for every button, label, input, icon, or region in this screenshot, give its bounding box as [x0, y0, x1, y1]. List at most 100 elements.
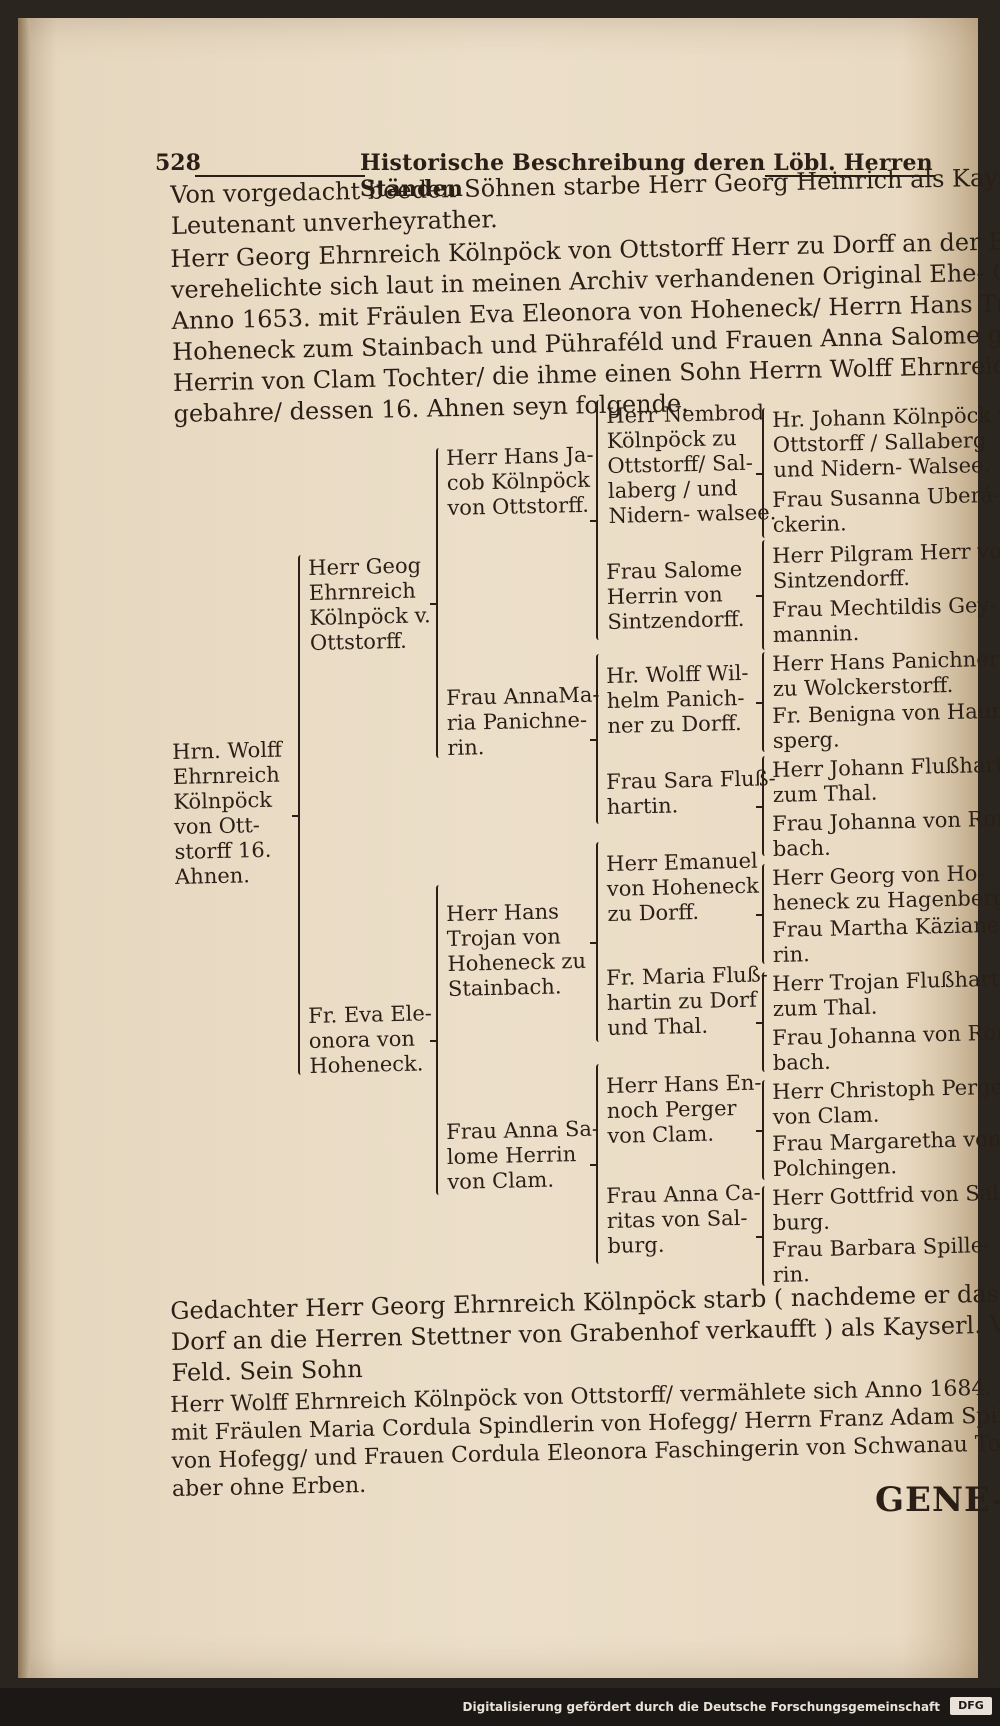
text-line: mannin.: [772, 621, 860, 647]
text-line: Herr Gottfrid von Sal-: [772, 1180, 1000, 1210]
tree-gen4-item: Herr Georg von Ho- heneck zu Hagenberg.: [772, 861, 1000, 916]
tree-gen3-item: Frau Anna Ca- ritas von Sal- burg.: [606, 1180, 762, 1258]
text-line: Frau Mechtildis Gey-: [772, 592, 997, 622]
text-line: Herr Pilgram Herr von: [772, 538, 1000, 568]
brace-gen3: [756, 972, 768, 1072]
text-line: Frau Salome: [606, 556, 743, 584]
text-line: Fr. Maria Fluß-: [606, 962, 769, 990]
tree-gen1-father: Herr Geog Ehrnreich Kölnpöck v. Ottstorf…: [308, 553, 432, 656]
text-line: von Clam.: [607, 1121, 715, 1148]
text-line: Nidern- walsee.: [608, 500, 777, 528]
text-line: Frau Sara Fluß-: [606, 766, 776, 794]
paragraph-3: Gedachter Herr Georg Ehrnreich Kölnpöck …: [170, 1278, 1000, 1389]
brace-gen2: [590, 1064, 602, 1264]
tree-root: Hrn. Wolff Ehrnreich Kölnpöck von Ott- s…: [172, 738, 285, 890]
tree-gen3-item: Herr Hans En- noch Perger von Clam.: [606, 1070, 763, 1149]
tree-gen1-mother: Fr. Eva Ele- onora von Hoheneck.: [308, 1001, 433, 1079]
tree-gen4-item: Frau Susanna Uberá- ckerin.: [772, 483, 1000, 538]
tree-gen4-item: Hr. Johann Kölnpöck zu Ottstorff / Salla…: [772, 402, 1000, 483]
header-rule-left: [195, 175, 365, 177]
text-line: heneck zu Hagenberg.: [772, 885, 1000, 915]
page-number: 528: [155, 150, 201, 176]
text-line: Ahnen.: [174, 863, 251, 889]
text-line: zum Thal.: [772, 994, 878, 1021]
tree-gen2-item: Frau AnnaMa- ria Panichne- rin.: [446, 683, 601, 761]
text-line: zum Thal.: [772, 780, 878, 807]
text-line: Herr Geog: [308, 553, 422, 580]
text-line: Hoheneck zu: [447, 948, 587, 976]
text-line: Frau AnnaMa-: [446, 682, 600, 710]
digitization-footer: Digitalisierung gefördert durch die Deut…: [0, 1688, 1000, 1726]
text-line: von Hoheneck: [606, 873, 760, 901]
text-line: ner zu Dorff.: [607, 710, 742, 738]
text-line: Herr Johann Flußhart: [772, 752, 1000, 782]
text-line: Kölnpöck v.: [309, 603, 431, 630]
tree-gen3-item: Herr Nembrod Kölnpöck zu Ottstorff/ Sal-…: [606, 400, 777, 529]
brace-gen2: [590, 400, 602, 640]
text-line: laberg / und: [607, 476, 738, 503]
tree-gen3-item: Frau Sara Fluß- hartin.: [606, 766, 776, 820]
brace-gen3: [756, 1186, 768, 1286]
text-line: burg.: [772, 1209, 831, 1235]
text-line: zu Dorff.: [607, 899, 700, 926]
text-line: Herr Trojan Flußhart: [772, 966, 1000, 996]
brace-gen1-mother: [430, 885, 442, 1195]
book-page: [18, 18, 978, 1678]
text-line: cob Kölnpöck: [446, 467, 591, 495]
text-line: Frau Anna Ca-: [606, 1180, 761, 1208]
brace-gen2: [590, 654, 602, 824]
text-line: Herrin von: [606, 582, 723, 609]
text-line: Frau Margaretha von: [772, 1126, 1000, 1156]
text-line: rin.: [772, 942, 811, 967]
text-line: Herr Hans En-: [606, 1070, 762, 1098]
brace-gen2: [590, 842, 602, 1042]
text-line: Ehrnreich: [172, 762, 280, 789]
brace-gen3: [756, 408, 768, 538]
brace-gen3: [756, 864, 768, 964]
dfg-logo: DFG: [950, 1697, 992, 1715]
text-line: Stainbach.: [447, 974, 562, 1001]
tree-gen4-item: Fr. Benigna von Haun- sperg.: [772, 699, 1000, 754]
text-line: Polchingen.: [772, 1154, 898, 1181]
text-line: Fr. Eva Ele-: [308, 1001, 433, 1028]
tree-gen2-item: Herr Hans Trojan von Hoheneck zu Stainba…: [446, 899, 587, 1002]
running-title: Historische Beschreibung deren Löbl. Her…: [360, 150, 933, 202]
text-line: bach.: [772, 835, 832, 861]
text-line: ritas von Sal-: [606, 1205, 748, 1233]
text-line: Frau Anna Sa-: [446, 1116, 600, 1144]
text-line: bach.: [772, 1049, 832, 1075]
text-line: Kölnpöck: [173, 787, 273, 814]
text-line: und Thal.: [607, 1013, 709, 1040]
brace-gen3: [756, 756, 768, 856]
text-line: storff 16.: [174, 837, 272, 864]
tree-gen4-item: Herr Pilgram Herr von Sintzendorff.: [772, 538, 1000, 594]
text-line: noch Perger: [606, 1096, 737, 1123]
text-line: Frau Susanna Uberá-: [772, 482, 1000, 512]
tree-gen2-item: Frau Anna Sa- lome Herrin von Clam.: [446, 1117, 600, 1195]
text-line: hartin.: [606, 793, 679, 819]
brace-root: [292, 555, 304, 1075]
tree-gen4-item: Frau Johanna von Ror- bach.: [772, 807, 1000, 862]
text-line: Hrn. Wolff: [172, 737, 283, 764]
text-line: und Nidern- Walsee.: [773, 453, 991, 482]
text-line: Sintzendorff.: [772, 565, 911, 593]
brace-gen1-father: [430, 448, 442, 758]
footer-credit: Digitalisierung gefördert durch die Deut…: [462, 1700, 940, 1714]
tree-gen4-item: Herr Gottfrid von Sal- burg.: [772, 1181, 1000, 1236]
text-line: Hoheneck.: [309, 1051, 424, 1078]
text-line: Herr Nembrod: [606, 400, 765, 428]
paragraph-2: Herr Georg Ehrnreich Kölnpöck von Ottsto…: [170, 227, 1000, 430]
tree-gen4-item: Herr Johann Flußhart zum Thal.: [772, 753, 1000, 808]
tree-gen2-item: Herr Hans Ja- cob Kölnpöck von Ottstorff…: [446, 443, 595, 521]
text-line: Ehrnreich: [308, 578, 416, 605]
tree-gen3-item: Herr Emanuel von Hoheneck zu Dorff.: [606, 849, 760, 927]
tree-gen4-item: Frau Johanna von Ror- bach.: [772, 1021, 1000, 1076]
text-line: Herr Christoph Perger: [772, 1074, 1000, 1104]
text-line: onora von: [308, 1026, 416, 1053]
tree-gen4-item: Herr Hans Panichner zu Wolckerstorff.: [772, 647, 1000, 702]
text-line: von Clam.: [447, 1167, 555, 1194]
running-header: 528 Historische Beschreibung deren Löbl.…: [155, 150, 955, 202]
tree-gen4-item: Frau Margaretha von Polchingen.: [772, 1127, 1000, 1182]
tree-gen4-item: Herr Trojan Flußhart zum Thal.: [772, 967, 1000, 1022]
